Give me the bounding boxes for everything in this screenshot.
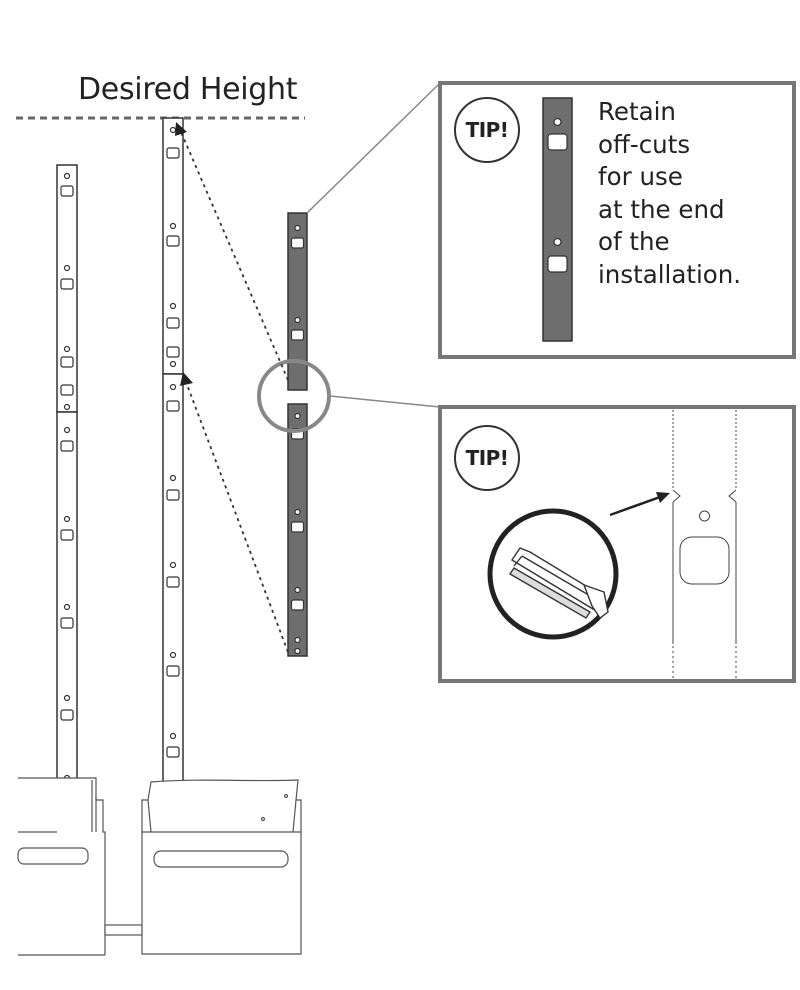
leader-line-bottom: [329, 395, 441, 408]
tip-badge-2: TIP!: [454, 425, 520, 491]
center-base: [141, 779, 302, 955]
desired-height-label: Desired Height: [78, 72, 298, 107]
tip1-line: at the end: [598, 194, 725, 224]
hacksaw-icon: [509, 547, 609, 620]
center-rail-holes: [166, 126, 180, 792]
center-rail: [162, 117, 184, 805]
cut-pointer-arrow: [609, 492, 670, 517]
tip-badge-1: TIP!: [454, 97, 520, 163]
arrow-heads: [175, 122, 193, 386]
placement-arrows: [180, 131, 289, 653]
offcut-rail-holes: [290, 224, 305, 655]
tip1-line: off-cuts: [598, 129, 691, 159]
tip1-line: installation.: [598, 259, 742, 289]
left-base: [17, 777, 106, 956]
tip1-text: Retain off-cuts for use at the end of th…: [598, 96, 741, 291]
tip2-rail-detail: [672, 410, 737, 678]
connector-bar: [104, 924, 143, 936]
leader-line-top: [306, 82, 441, 214]
tip1-line: Retain: [598, 97, 676, 126]
tip1-line: of the: [598, 227, 670, 256]
detail-magnifier-circle: [257, 359, 331, 433]
tip1-line: for use: [598, 162, 683, 191]
tip1-rail: [542, 97, 573, 342]
